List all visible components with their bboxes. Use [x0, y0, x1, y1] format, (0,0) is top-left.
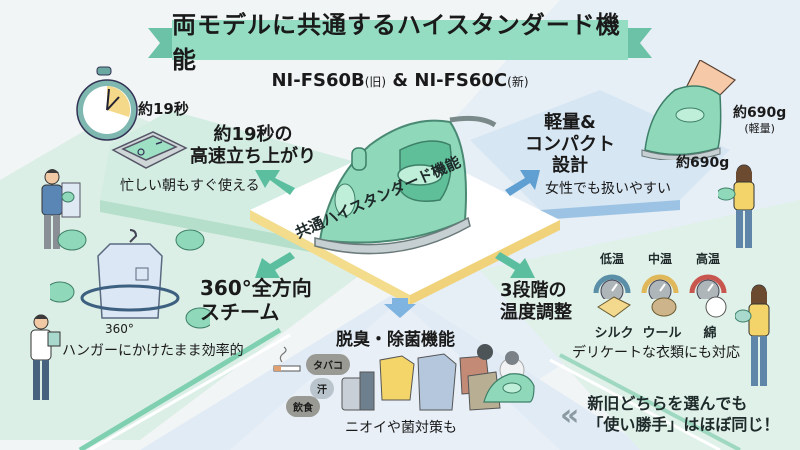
- callout-text: 新旧どちらを選んでも 「使い勝手」はほぼ同じ！: [587, 394, 780, 434]
- odor-tag-food: 飲食: [286, 396, 320, 417]
- odor-tag-tobacco: タバコ: [306, 354, 350, 375]
- amp: &: [392, 70, 409, 91]
- model-new: NI-FS60C: [414, 70, 508, 91]
- old-tag: (旧): [364, 75, 387, 89]
- odor-tag-sweat: 汗: [310, 378, 334, 399]
- temperature-note: デリケートな衣類にも対応: [572, 345, 740, 361]
- steam-360-illustration: [50, 229, 210, 329]
- degree-label: 360°: [105, 322, 134, 336]
- chevron-left-icon: «: [560, 397, 580, 433]
- silk-cloth-icon: [597, 296, 631, 318]
- hanging-shirt-icon: [97, 229, 163, 319]
- fabric-silk: シルク: [594, 326, 634, 341]
- steam-360-heading: 360°全方向 スチーム: [200, 276, 312, 324]
- weight-label-2: 約690g: [676, 155, 730, 171]
- title-ribbon: 両モデルに共通するハイスタンダード機能: [148, 11, 652, 74]
- person-ironing-shirt-icon: [41, 169, 81, 249]
- fabric-wool: ウール: [642, 326, 682, 341]
- model-old: NI-FS60B: [271, 70, 365, 91]
- dial-icon: [689, 274, 727, 303]
- model-subtitle: NI-FS60B(旧) & NI-FS60C(新): [0, 70, 800, 91]
- quick-heat-heading: 約19秒の 高速立ち上がり: [190, 124, 316, 167]
- steam-iron-icon: [314, 115, 497, 255]
- temp-level-high: 高温: [678, 250, 738, 303]
- temperature-heading: 3段階の 温度調整: [500, 280, 572, 323]
- stopwatch-icon: [76, 66, 138, 141]
- deodorize-note: ニオイや菌対策も: [345, 420, 457, 436]
- person-with-tablet-icon: [30, 314, 61, 400]
- wool-roll-icon: [651, 297, 677, 317]
- timer-label: 約19秒: [138, 100, 189, 118]
- temp-level-low: 低温: [582, 250, 642, 303]
- cigarette-icon: [273, 346, 301, 372]
- hand-holding-iron-icon: [641, 60, 736, 160]
- quick-heat-note: 忙しい朝もすぐ使える: [120, 178, 260, 194]
- lightweight-heading: 軽量& コンパクト 設計: [525, 112, 615, 177]
- rotate-arrows-icon: [80, 284, 180, 312]
- woman-holding-cloth-icon: [735, 284, 770, 386]
- power-switch-icon: [111, 131, 188, 169]
- fabric-icons: [597, 296, 727, 318]
- deodorize-heading: 脱臭・除菌機能: [336, 330, 455, 350]
- dial-icon: [593, 274, 631, 303]
- iron-icon: [483, 373, 535, 403]
- new-tag: (新): [507, 75, 529, 89]
- fabric-cotton: 綿: [703, 326, 717, 341]
- weight-label: 約690g (軽量): [733, 105, 787, 135]
- woman-holding-iron-icon: [718, 164, 755, 248]
- summary-callout: « 新旧どちらを選んでも 「使い勝手」はほぼ同じ！: [560, 388, 800, 442]
- steam-360-note: ハンガーにかけたまま効率的: [62, 343, 244, 359]
- lightweight-note: 女性でも扱いやすい: [545, 181, 671, 197]
- germ-icon: [477, 344, 519, 365]
- cotton-icon: [705, 296, 727, 318]
